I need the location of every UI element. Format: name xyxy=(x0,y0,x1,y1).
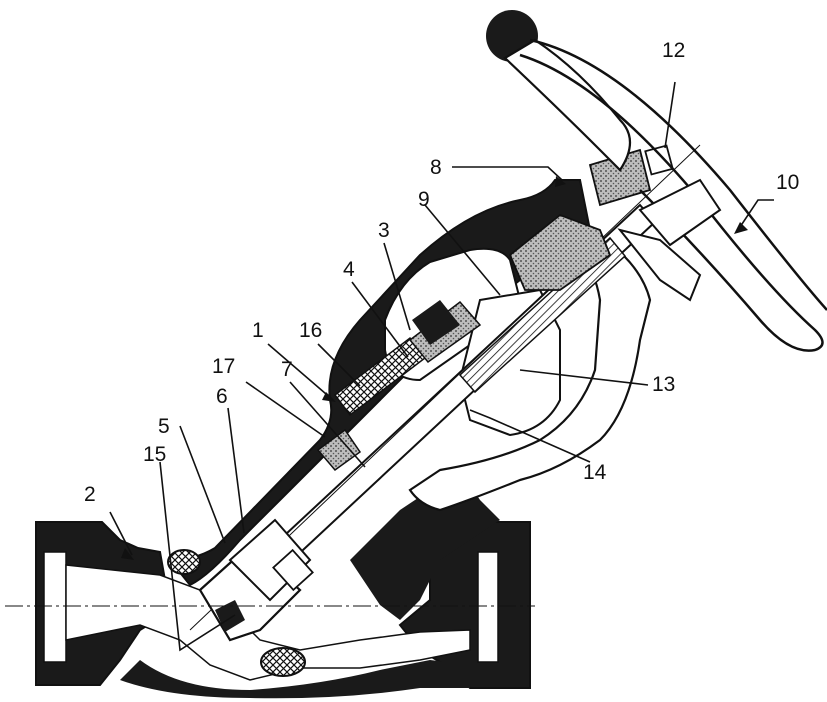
disc-assembly xyxy=(198,518,314,642)
arrowhead xyxy=(322,392,336,402)
arrowhead xyxy=(734,222,748,234)
callout-7: 7 xyxy=(281,358,293,381)
handwheel xyxy=(486,10,827,352)
callout-12: 12 xyxy=(662,39,686,62)
packing-area xyxy=(316,300,482,472)
lower-seat-ring xyxy=(260,647,306,677)
callout-9: 9 xyxy=(418,188,430,211)
leader-lines xyxy=(109,81,774,652)
callout-13: 13 xyxy=(652,373,676,396)
callout-6: 6 xyxy=(216,385,228,408)
callout-4: 4 xyxy=(343,258,355,281)
callout-3: 3 xyxy=(378,219,390,242)
callout-10: 10 xyxy=(776,171,800,194)
valve-body xyxy=(35,470,531,699)
callout-15: 15 xyxy=(143,443,167,466)
callout-1: 1 xyxy=(252,319,264,342)
stem-nut xyxy=(508,213,612,291)
callout-16: 16 xyxy=(299,319,323,342)
upper-seat-ring xyxy=(167,549,201,575)
handwheel-nut xyxy=(644,144,674,176)
arrowhead xyxy=(121,548,134,560)
callout-14: 14 xyxy=(583,461,607,484)
arrowhead xyxy=(555,176,566,187)
callout-8: 8 xyxy=(430,156,442,179)
callout-2: 2 xyxy=(84,483,96,506)
callout-17: 17 xyxy=(212,355,236,378)
callout-5: 5 xyxy=(158,415,170,438)
